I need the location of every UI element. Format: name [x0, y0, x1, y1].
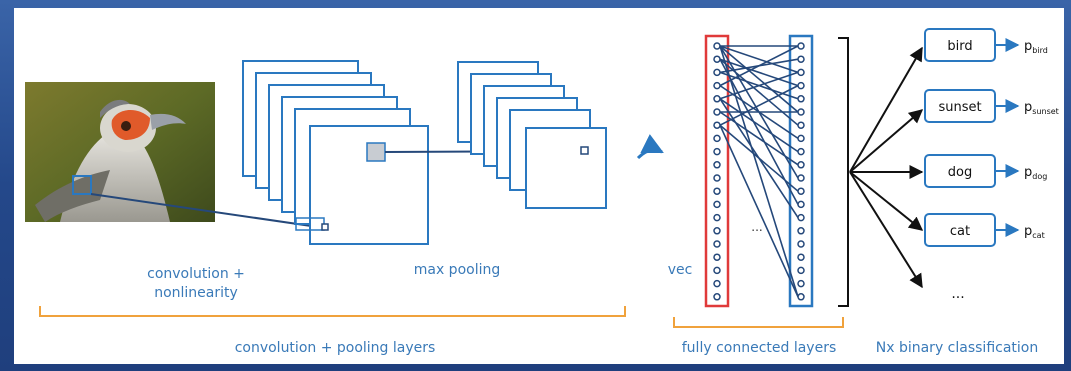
neuron-node — [797, 134, 805, 143]
pooled-output-pixel — [580, 146, 589, 155]
neuron-node — [797, 227, 805, 235]
neuron-node — [797, 121, 805, 129]
neuron-node — [713, 213, 721, 222]
class-label-sunset: sunset — [938, 100, 981, 115]
neuron-node — [797, 253, 805, 261]
class-bird: bird pbird — [924, 28, 1048, 62]
neuron-node — [713, 187, 721, 195]
neuron-node — [713, 55, 721, 63]
vec-nodes — [713, 42, 721, 301]
neuron-node — [797, 95, 805, 103]
class-cat: cat pcat — [924, 213, 1045, 247]
neuron-node — [797, 68, 805, 77]
prob-bird: pbird — [1024, 39, 1048, 55]
fc-connection-line — [719, 98, 799, 153]
neuron-node — [797, 240, 805, 248]
conv-pool-bracket — [39, 306, 626, 317]
conv-arrow — [90, 193, 327, 233]
class-ellipsis: ... — [951, 286, 964, 302]
fc-connection-line — [719, 58, 799, 87]
neuron-node — [713, 227, 721, 235]
pooled-feature-maps — [457, 61, 607, 209]
neuron-node — [797, 161, 805, 169]
pool-window — [366, 142, 386, 162]
neuron-node — [713, 147, 721, 156]
neuron-node — [713, 121, 721, 129]
hidden-column — [788, 34, 814, 308]
receptive-field-box — [72, 175, 92, 195]
class-label-cat: cat — [950, 224, 970, 239]
neuron-node — [797, 147, 805, 156]
label-nx-binary: Nx binary classification — [876, 340, 1038, 356]
class-label-dog: dog — [948, 165, 972, 180]
neuron-node — [713, 240, 721, 248]
neuron-node — [797, 187, 805, 195]
conv-feature-maps — [242, 60, 429, 245]
neuron-node — [797, 174, 805, 182]
fc-bracket — [673, 317, 844, 328]
fanout-arrows — [849, 46, 924, 289]
neuron-node — [713, 253, 721, 261]
output-bracket — [838, 37, 849, 307]
label-nonlinearity: nonlinearity — [154, 285, 238, 301]
flatten-arrow — [636, 134, 664, 160]
label-vec: vec — [668, 262, 693, 278]
neuron-node — [713, 95, 721, 103]
neuron-node — [713, 174, 721, 182]
label-max-pooling: max pooling — [414, 262, 501, 278]
neuron-node — [713, 108, 721, 116]
neuron-node — [797, 55, 805, 63]
neuron-node — [797, 42, 805, 50]
label-convolution: convolution + — [147, 266, 245, 282]
neuron-node — [713, 200, 721, 209]
neuron-node — [713, 161, 721, 169]
neuron-node — [797, 266, 805, 275]
fc-connection-line — [719, 71, 799, 100]
hidden-ellipsis: ... — [751, 220, 762, 234]
fc-connection-line — [719, 45, 799, 74]
class-label-bird: bird — [947, 39, 972, 54]
label-conv-pool-layers: convolution + pooling layers — [235, 340, 436, 356]
vec-column — [704, 34, 730, 308]
class-sunset: sunset psunset — [924, 89, 1059, 123]
fc-connection-line — [719, 45, 799, 87]
neuron-node — [713, 42, 721, 50]
neuron-node — [797, 108, 805, 116]
prob-cat: pcat — [1024, 224, 1045, 240]
neuron-node — [713, 293, 721, 301]
fc-connection-line — [719, 124, 799, 298]
class-dog: dog pdog — [924, 154, 1047, 188]
conv-output-pixel — [321, 223, 329, 231]
neuron-node — [797, 293, 805, 301]
neuron-node — [713, 279, 721, 288]
input-bird-image — [25, 82, 215, 222]
neuron-node — [797, 200, 805, 209]
fc-connection-line — [719, 98, 799, 219]
hidden-nodes — [797, 42, 805, 301]
prob-dog: pdog — [1024, 165, 1047, 181]
fc-connections — [719, 45, 799, 298]
neuron-node — [713, 266, 721, 275]
neuron-node — [713, 81, 721, 90]
neuron-node — [797, 81, 805, 90]
neuron-node — [797, 279, 805, 288]
neuron-node — [713, 134, 721, 143]
neuron-node — [713, 68, 721, 77]
fc-connection-line — [719, 45, 799, 113]
neuron-node — [797, 213, 805, 222]
label-fully-connected: fully connected layers — [682, 340, 837, 356]
fc-connection-line — [719, 45, 799, 298]
fc-connection-line — [719, 58, 799, 205]
fc-connection-line — [719, 111, 799, 166]
prob-sunset: psunset — [1024, 100, 1059, 116]
